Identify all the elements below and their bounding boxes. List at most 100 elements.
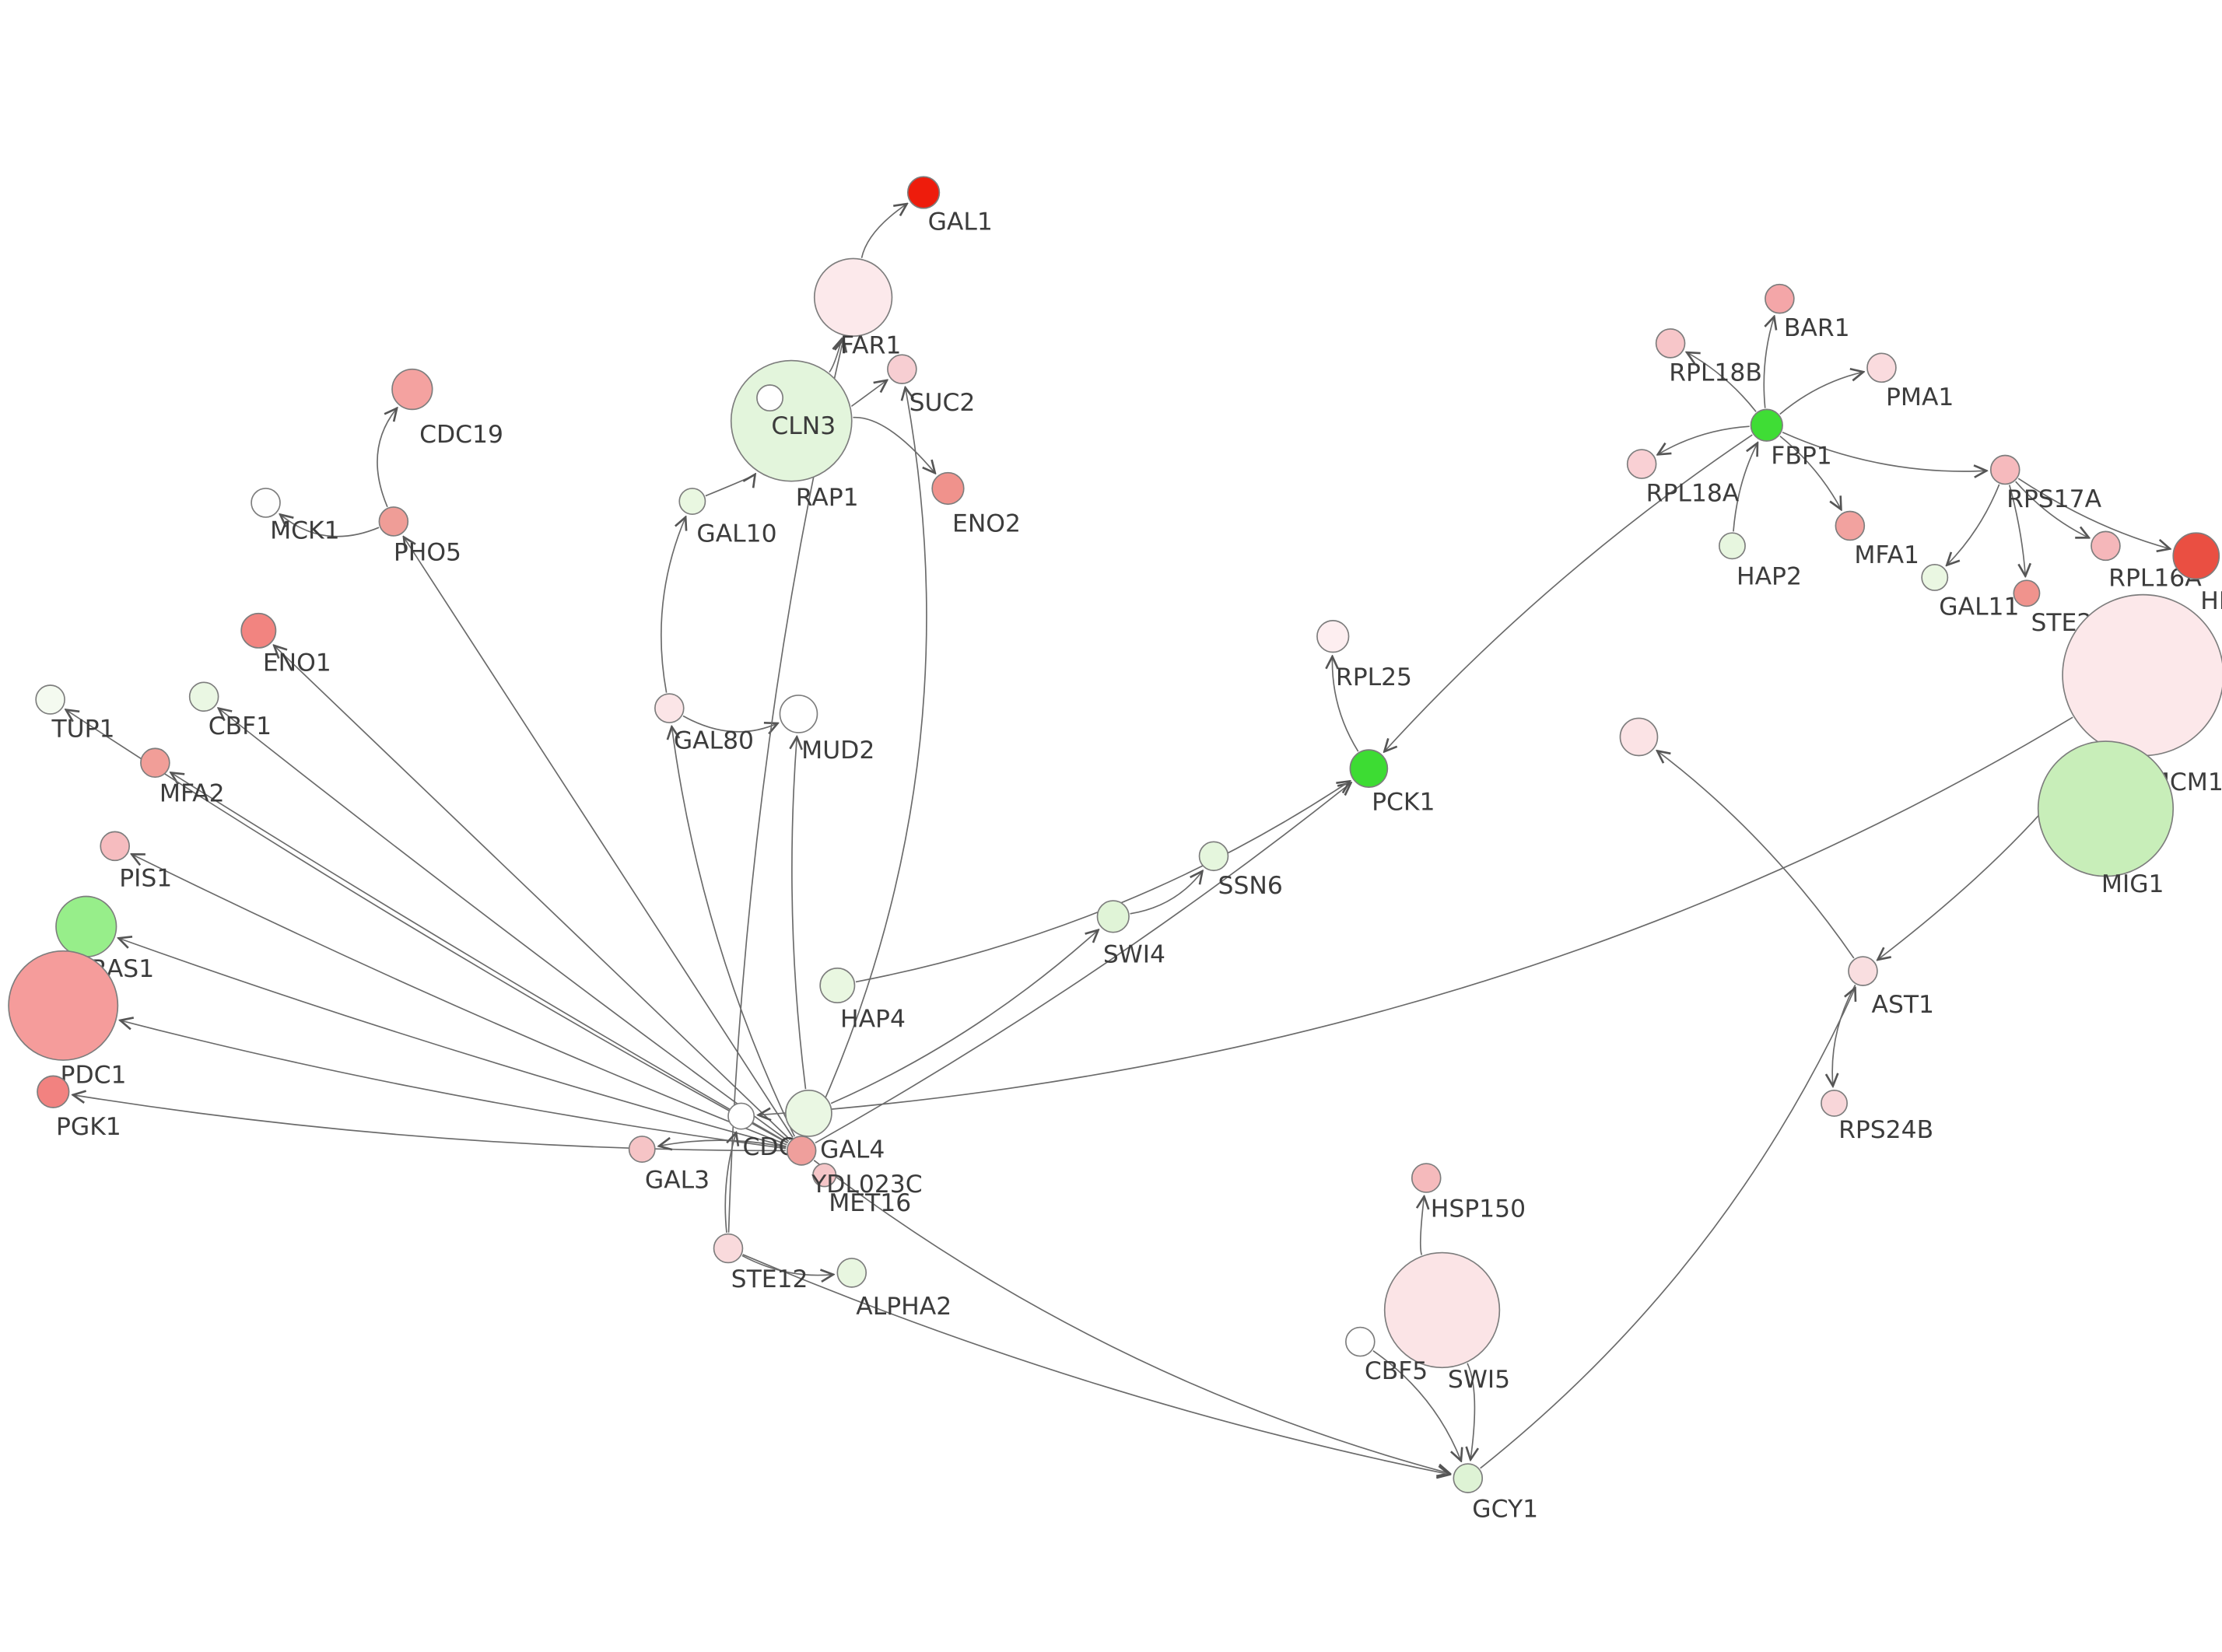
node-RPL18B[interactable] <box>1655 328 1686 359</box>
edge-MCM1-CDC6[interactable] <box>759 716 2073 1115</box>
edge-CBF5-GCY1[interactable] <box>1372 1350 1461 1461</box>
node-TUP1[interactable] <box>35 684 65 715</box>
edge-RPS17A-HIS4[interactable] <box>2017 478 2170 548</box>
node-HSP150[interactable] <box>1411 1163 1442 1193</box>
edge-FBP1-MFA1[interactable] <box>1779 436 1841 509</box>
edge-GAL4-PIS1[interactable] <box>131 854 787 1146</box>
edge-GAL4-GCY1[interactable] <box>813 1160 1449 1474</box>
node-RPL18A[interactable] <box>1626 449 1657 479</box>
node-RPS17A[interactable] <box>1989 454 2020 485</box>
node-RPL25[interactable] <box>1316 620 1350 653</box>
node-MET16[interactable] <box>812 1163 837 1188</box>
node-HAP2[interactable] <box>1719 532 1746 560</box>
node-PHO5[interactable] <box>378 506 409 537</box>
node-STE2[interactable] <box>2013 579 2041 607</box>
node-CDC6[interactable] <box>727 1102 755 1130</box>
edge-STE12-GCY1[interactable] <box>742 1254 1450 1475</box>
edge-RPS17A-GAL11[interactable] <box>1947 484 2000 565</box>
edge-GAL4-GAL80[interactable] <box>671 726 796 1137</box>
node-SWI5[interactable] <box>1383 1251 1501 1369</box>
node-HIS4[interactable] <box>2172 532 2220 580</box>
edge-HAP2-FBP1[interactable] <box>1733 443 1758 532</box>
edge-FBP1-BAR1[interactable] <box>1763 317 1774 408</box>
node-ENO1[interactable] <box>240 612 277 649</box>
node-MCK1[interactable] <box>251 488 281 518</box>
node-FBP1[interactable] <box>1750 408 1783 442</box>
edge-FAR1-GAL1[interactable] <box>860 204 907 258</box>
node-GAL11[interactable] <box>1921 564 1949 591</box>
node-GAL4[interactable] <box>786 1136 817 1166</box>
edge-STE12-CDC6[interactable] <box>724 1132 736 1233</box>
node-GAL3[interactable] <box>628 1136 656 1164</box>
edge-FBP1-RPS17A[interactable] <box>1782 431 1986 471</box>
node-AST1[interactable] <box>1848 956 1878 986</box>
node-MFA1[interactable] <box>1835 510 1866 541</box>
edge-PHO5-CDC19[interactable] <box>377 408 397 508</box>
edge-RPS17A-RPL16A[interactable] <box>2015 481 2089 537</box>
node-GAL1[interactable] <box>906 176 941 209</box>
node-PMA1[interactable] <box>1866 352 1897 383</box>
node-GAL80[interactable] <box>654 693 685 723</box>
node-MUD2[interactable] <box>779 695 818 733</box>
node-GAL10[interactable] <box>678 488 706 516</box>
node-PGK1[interactable] <box>37 1075 70 1108</box>
edge-FBP1-PMA1[interactable] <box>1779 372 1863 415</box>
node-PDC1[interactable] <box>8 950 119 1061</box>
node-MFA2[interactable] <box>140 747 170 779</box>
node-BAR1[interactable] <box>1765 283 1795 314</box>
node-CDC19[interactable] <box>391 368 433 411</box>
edge-GAL10-RAP1[interactable] <box>705 474 755 497</box>
edge-FBP1-PCK1[interactable] <box>1384 434 1753 751</box>
edge-GAL4-PDC1[interactable] <box>121 1020 787 1150</box>
node-MIG1[interactable] <box>2037 740 2175 877</box>
edge-STE12-ALPHA2[interactable] <box>741 1255 833 1275</box>
edge-AST1-UNLABELED_1[interactable] <box>1657 751 1855 959</box>
edge-PHO5-MCK1[interactable] <box>280 515 380 537</box>
node-HAP4[interactable] <box>819 968 856 1004</box>
edge-GAL4-ENO1[interactable] <box>274 646 791 1140</box>
node-UNLABELED_1[interactable] <box>1619 717 1659 757</box>
edge-AST1-RPS24B[interactable] <box>1832 984 1856 1086</box>
edge-GAL80-MUD2[interactable] <box>682 715 777 732</box>
edge-RAP1-ENO2[interactable] <box>853 416 934 474</box>
edge-RAP1-SUC2[interactable] <box>850 380 887 408</box>
node-CBF1[interactable] <box>188 681 219 712</box>
node-ALPHA2[interactable] <box>836 1258 867 1288</box>
node-SSN6[interactable] <box>1198 841 1229 872</box>
node-ENO2[interactable] <box>931 471 965 506</box>
edge-GCY1-AST1[interactable] <box>1480 988 1856 1469</box>
node-RPS24B[interactable] <box>1821 1090 1848 1117</box>
node-GCY1[interactable] <box>1453 1463 1484 1493</box>
edge-GAL4-TUP1[interactable] <box>66 710 788 1144</box>
edge-GAL4-PGK1[interactable] <box>73 1095 786 1152</box>
edge-GAL4-CBF1[interactable] <box>219 709 790 1143</box>
edge-SWI5-HSP150[interactable] <box>1421 1196 1425 1255</box>
edge-FBP1-RPL18B[interactable] <box>1687 352 1757 412</box>
edge-GAL4-RAS1[interactable] <box>118 938 787 1147</box>
node-RAS1[interactable] <box>55 895 117 957</box>
node-PIS1[interactable] <box>100 831 130 862</box>
edge-YDL023C-MUD2[interactable] <box>792 737 807 1090</box>
node-FAR1[interactable] <box>813 257 893 338</box>
edge-GAL80-GAL10[interactable] <box>660 517 685 693</box>
edge-FBP1-RPL18A[interactable] <box>1658 425 1750 454</box>
edge-GAL4-PHO5[interactable] <box>404 537 794 1138</box>
node-SUC2[interactable] <box>887 354 917 384</box>
edge-GAL4-MFA2[interactable] <box>171 772 789 1143</box>
edge-SWI5-GCY1[interactable] <box>1467 1363 1474 1460</box>
node-SWI4[interactable] <box>1096 900 1130 933</box>
node-PCK1[interactable] <box>1349 749 1389 788</box>
node-CBF5[interactable] <box>1345 1326 1376 1357</box>
node-YDL023C[interactable] <box>785 1090 832 1137</box>
edge-SWI4-SSN6[interactable] <box>1130 871 1203 915</box>
edge-GAL4-GAL3[interactable] <box>659 1140 787 1147</box>
node-CLN3[interactable] <box>756 384 783 412</box>
node-MCM1[interactable] <box>2062 593 2222 757</box>
node-RPL16A[interactable] <box>2091 530 2121 562</box>
edge-PCK1-RPL25[interactable] <box>1332 656 1359 752</box>
edge-YDL023C-SWI4[interactable] <box>830 930 1098 1104</box>
edge-GAL4-SUC2[interactable] <box>808 387 927 1137</box>
edge-RPS17A-STE2[interactable] <box>2008 485 2025 576</box>
edge-GAL4-PCK1[interactable] <box>815 783 1351 1144</box>
